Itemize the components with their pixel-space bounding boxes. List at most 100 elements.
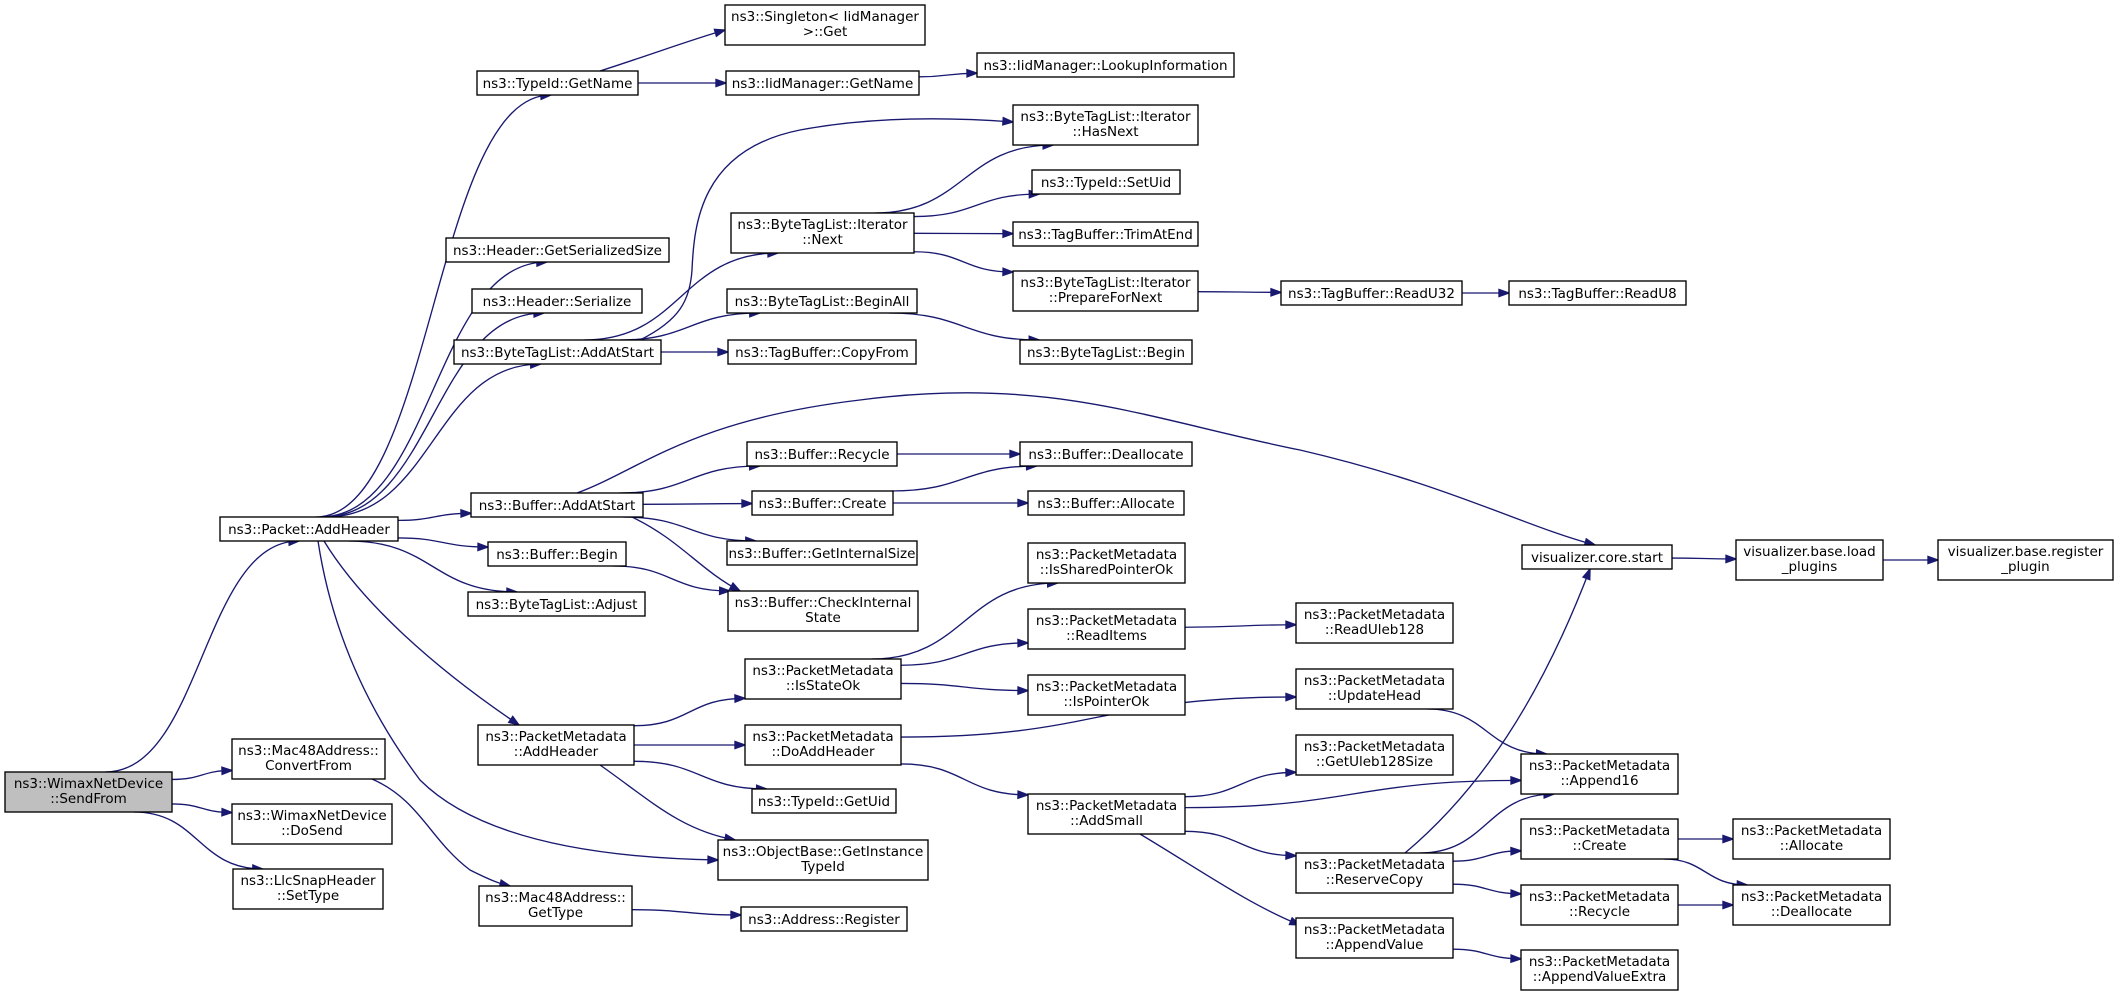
- node-mac-get-type[interactable]: ns3::Mac48Address::GetType: [478, 885, 633, 927]
- node-label-line: ns3::PacketMetadata: [1304, 673, 1445, 689]
- node-label-line: ns3::PacketMetadata: [1529, 889, 1670, 905]
- edge-pm-read-items-to-pm-read-uleb128: [1184, 620, 1298, 630]
- node-pm-get-uleb128-size[interactable]: ns3::PacketMetadata::GetUleb128Size: [1295, 734, 1454, 776]
- node-btl-iter-next[interactable]: ns3::ByteTagList::Iterator::Next: [730, 212, 915, 254]
- node-box: [746, 441, 898, 467]
- node-btl-has-next[interactable]: ns3::ByteTagList::Iterator::HasNext: [1012, 104, 1199, 146]
- node-set-type[interactable]: ns3::LlcSnapHeader::SetType: [232, 868, 384, 910]
- edge-buf-add-at-start-to-buf-create: [642, 498, 754, 509]
- node-box: [1520, 884, 1679, 926]
- edge-buf-create-to-buf-allocate: [893, 498, 1030, 508]
- node-pm-is-shared-ptr-ok[interactable]: ns3::PacketMetadata::IsSharedPointerOk: [1027, 542, 1186, 584]
- node-tag-trim-at-end[interactable]: ns3::TagBuffer::TrimAtEnd: [1012, 221, 1199, 247]
- node-viz-core-start[interactable]: visualizer.core.start: [1521, 544, 1673, 570]
- node-tag-copy-from[interactable]: ns3::TagBuffer::CopyFrom: [727, 339, 917, 365]
- node-root[interactable]: ns3::WimaxNetDevice::SendFrom: [4, 771, 173, 813]
- edge-btl-add-at-start-to-btl-has-next: [639, 116, 1015, 341]
- node-box: [1027, 542, 1186, 584]
- node-do-send[interactable]: ns3::WimaxNetDevice::DoSend: [231, 803, 393, 845]
- edge-pm-add-small-to-pm-reserve-copy: [1184, 830, 1298, 861]
- node-label-line: ns3::Buffer::GetInternalSize: [729, 546, 916, 562]
- node-label-line: >::Get: [803, 24, 847, 40]
- node-label-line: ns3::Header::Serialize: [483, 294, 632, 310]
- edge-pm-do-add-header-to-pm-update-head: [900, 692, 1298, 738]
- node-pm-is-pointer-ok[interactable]: ns3::PacketMetadata::IsPointerOk: [1027, 674, 1186, 716]
- edge-pm-create-to-pm-deallocate: [1663, 858, 1750, 890]
- node-label-line: ns3::PacketMetadata: [1304, 857, 1445, 873]
- node-type-id-set-uid[interactable]: ns3::TypeId::SetUid: [1031, 169, 1181, 195]
- edge-buf-add-at-start-to-buf-recycle: [619, 461, 762, 494]
- arrowhead: [1722, 834, 1735, 844]
- node-viz-load-plugins[interactable]: visualizer.base.load_plugins: [1735, 539, 1884, 581]
- node-buf-add-at-start[interactable]: ns3::Buffer::AddAtStart: [470, 492, 644, 518]
- node-pm-reserve-copy[interactable]: ns3::PacketMetadata::ReserveCopy: [1295, 852, 1454, 894]
- node-pm-do-add-header[interactable]: ns3::PacketMetadata::DoAddHeader: [744, 724, 902, 766]
- node-btl-begin[interactable]: ns3::ByteTagList::Begin: [1019, 339, 1193, 365]
- node-buf-begin[interactable]: ns3::Buffer::Begin: [487, 541, 627, 567]
- node-buf-allocate[interactable]: ns3::Buffer::Allocate: [1027, 490, 1185, 516]
- node-box: [470, 492, 644, 518]
- node-label-line: ns3::Buffer::AddAtStart: [479, 498, 636, 514]
- node-header-serialize[interactable]: ns3::Header::Serialize: [471, 288, 643, 314]
- node-label-line: visualizer.base.register: [1948, 544, 2104, 560]
- node-label-line: ns3::ByteTagList::Adjust: [476, 597, 638, 613]
- edge-buf-create-to-buf-deallocate: [891, 461, 1039, 492]
- node-box: [1295, 734, 1454, 776]
- node-pm-add-header[interactable]: ns3::PacketMetadata::AddHeader: [477, 724, 635, 766]
- node-buf-get-internal-size[interactable]: ns3::Buffer::GetInternalSize: [726, 540, 918, 566]
- node-pm-append16[interactable]: ns3::PacketMetadata::Append16: [1520, 753, 1679, 795]
- node-type-id-get-name[interactable]: ns3::TypeId::GetName: [476, 70, 639, 96]
- edge-add-header-to-buf-add-at-start: [397, 508, 473, 522]
- node-read-u8[interactable]: ns3::TagBuffer::ReadU8: [1508, 280, 1687, 306]
- edge-pm-is-state-ok-to-pm-is-pointer-ok: [900, 682, 1030, 696]
- node-prepare-for-next[interactable]: ns3::ByteTagList::Iterator::PrepareForNe…: [1012, 270, 1199, 312]
- node-pm-is-state-ok[interactable]: ns3::PacketMetadata::IsStateOk: [744, 658, 902, 700]
- arrowhead: [1581, 567, 1591, 581]
- node-iid-get-name[interactable]: ns3::IidManager::GetName: [725, 70, 920, 96]
- node-label-line: visualizer.base.load: [1743, 544, 1875, 560]
- node-buf-recycle[interactable]: ns3::Buffer::Recycle: [746, 441, 898, 467]
- node-pm-create[interactable]: ns3::PacketMetadata::Create: [1520, 818, 1679, 860]
- node-btl-add-at-start[interactable]: ns3::ByteTagList::AddAtStart: [453, 339, 662, 365]
- node-label-line: ::Recycle: [1569, 904, 1630, 920]
- node-pm-recycle[interactable]: ns3::PacketMetadata::Recycle: [1520, 884, 1679, 926]
- node-box: [478, 885, 633, 927]
- node-label-line: ns3::IidManager::LookupInformation: [983, 58, 1227, 74]
- node-pm-append-value[interactable]: ns3::PacketMetadata::AppendValue: [1295, 917, 1454, 959]
- node-addr-register[interactable]: ns3::Address::Register: [740, 906, 908, 932]
- node-btl-adjust[interactable]: ns3::ByteTagList::Adjust: [467, 591, 646, 617]
- node-btl-begin-all[interactable]: ns3::ByteTagList::BeginAll: [726, 288, 918, 314]
- node-box: [1732, 884, 1891, 926]
- node-add-header[interactable]: ns3::Packet::AddHeader: [219, 516, 399, 542]
- node-label-line: ConvertFrom: [265, 758, 352, 774]
- node-singleton-get[interactable]: ns3::Singleton< IidManager >::Get: [724, 4, 926, 46]
- node-label-line: ns3::IidManager::GetName: [732, 76, 914, 92]
- edge-btl-add-at-start-to-tag-copy-from: [660, 347, 730, 357]
- node-pm-allocate[interactable]: ns3::PacketMetadata::Allocate: [1732, 818, 1891, 860]
- node-pm-read-items[interactable]: ns3::PacketMetadata::ReadItems: [1027, 608, 1186, 650]
- node-pm-deallocate[interactable]: ns3::PacketMetadata::Deallocate: [1732, 884, 1891, 926]
- node-box: [1012, 270, 1199, 312]
- node-label-line: ns3::Buffer::Recycle: [754, 447, 889, 463]
- node-buf-deallocate[interactable]: ns3::Buffer::Deallocate: [1019, 441, 1193, 467]
- node-pm-read-uleb128[interactable]: ns3::PacketMetadata::ReadUleb128: [1295, 602, 1454, 644]
- node-label-line: ::PrepareForNext: [1049, 290, 1163, 306]
- node-lookup-info[interactable]: ns3::IidManager::LookupInformation: [976, 52, 1235, 78]
- edge-buf-recycle-to-buf-deallocate: [896, 449, 1022, 459]
- edge-btl-add-at-start-to-btl-begin-all: [619, 308, 762, 341]
- edge-prepare-for-next-to-read-u32: [1197, 287, 1283, 297]
- edge-buf-begin-to-buf-check-internal: [612, 565, 732, 596]
- node-pm-add-small[interactable]: ns3::PacketMetadata::AddSmall: [1027, 793, 1186, 835]
- node-box: [1027, 674, 1186, 716]
- node-convert-from[interactable]: ns3::Mac48Address::ConvertFrom: [231, 738, 386, 780]
- node-read-u32[interactable]: ns3::TagBuffer::ReadU32: [1280, 280, 1463, 306]
- node-get-serialized-size[interactable]: ns3::Header::GetSerializedSize: [445, 237, 670, 263]
- node-type-id-get-uid[interactable]: ns3::TypeId::GetUid: [751, 788, 897, 814]
- node-pm-update-head[interactable]: ns3::PacketMetadata::UpdateHead: [1295, 668, 1454, 710]
- node-buf-create[interactable]: ns3::Buffer::Create: [751, 490, 894, 516]
- node-viz-register-plugin[interactable]: visualizer.base.register_plugin: [1937, 539, 2114, 581]
- node-pm-append-value-extra[interactable]: ns3::PacketMetadata::AppendValueExtra: [1520, 949, 1679, 991]
- arrowhead: [741, 498, 754, 509]
